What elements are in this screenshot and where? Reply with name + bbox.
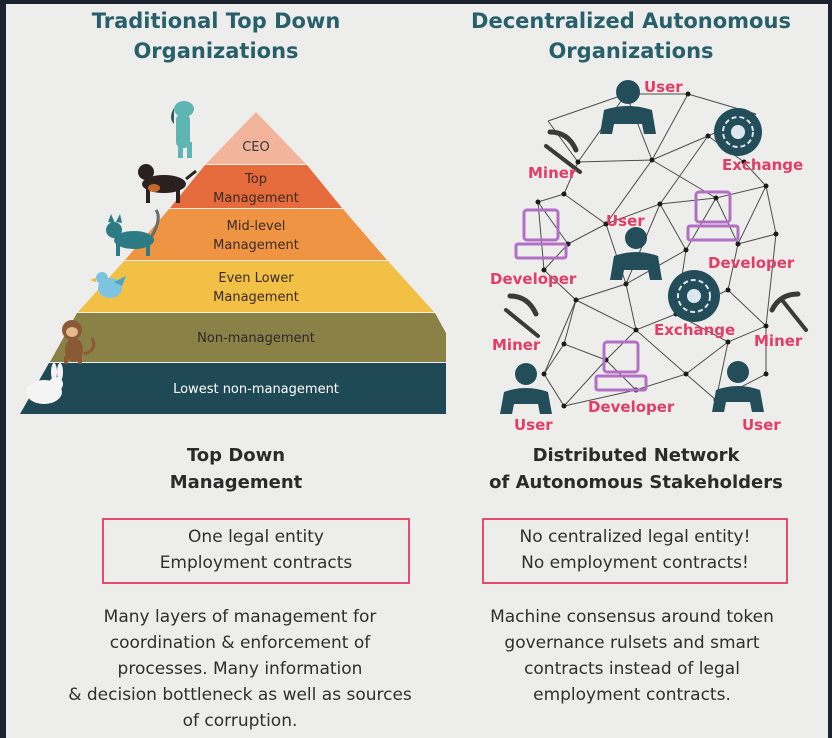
network-label-user: User (644, 78, 683, 96)
network-label-developer: Developer (708, 254, 795, 272)
network-label-exchange: Exchange (654, 321, 735, 339)
management-pyramid: CEO Top Management Mid-level Management … (20, 101, 446, 414)
pickaxe-icon (544, 129, 582, 174)
decentralized-title: Decentralized Autonomous Organizations (471, 9, 791, 63)
traditional-title: Traditional Top Down Organizations (91, 9, 341, 63)
pyramid-tier-ceo (206, 112, 306, 164)
pyramid-label-lower-1: Even Lower (218, 271, 294, 286)
distributed-subtitle: Distributed Network of Autonomous Stakeh… (489, 445, 783, 493)
network-label-user: User (606, 212, 645, 230)
user-icon (600, 80, 656, 134)
rabbit-icon (26, 363, 63, 404)
infographic-card: Traditional Top Down Organizations Decen… (6, 4, 828, 738)
pickaxe-icon (504, 293, 540, 338)
user-icon (712, 361, 764, 412)
dog-sitting-icon (171, 101, 194, 158)
decentralized-description: Machine consensus around token governanc… (490, 607, 774, 705)
network-label-miner: Miner (754, 332, 803, 350)
network-label-user: User (514, 416, 553, 434)
pyramid-label-mid-1: Mid-level (227, 219, 286, 234)
pickaxe-icon (769, 291, 808, 332)
network-label-developer: Developer (490, 270, 577, 288)
traditional-description: Many layers of management for coordinati… (68, 607, 412, 731)
pyramid-label-lower-2: Management (213, 290, 299, 305)
pyramid-tier-lowest (20, 363, 446, 414)
computer-icon (594, 340, 648, 392)
exchange-coin-icon (668, 270, 720, 322)
bird-icon (90, 272, 126, 298)
dog-black-icon (138, 164, 197, 203)
network-label-exchange: Exchange (722, 156, 803, 174)
pyramid-tier-mid (125, 209, 387, 260)
user-icon (610, 227, 662, 280)
computer-icon (686, 190, 740, 242)
top-down-subtitle: Top Down Management (169, 445, 303, 493)
network-label-developer: Developer (588, 398, 675, 416)
pyramid-tier-lower (78, 261, 434, 312)
cat-icon (106, 209, 160, 256)
exchange-coin-icon (714, 108, 762, 156)
no-legal-entity-box: No centralized legal entity! No employme… (482, 518, 788, 584)
network-label-user: User (742, 416, 781, 434)
pyramid-label-mid-2: Management (213, 238, 299, 253)
pyramid-label-top-2: Management (213, 191, 299, 206)
pyramid-label-lowest: Lowest non-management (173, 382, 339, 397)
pyramid-tier-top (170, 165, 342, 208)
network-label-miner: Miner (492, 336, 541, 354)
computer-icon (514, 208, 568, 260)
pyramid-tier-non (50, 313, 446, 362)
user-icon (500, 363, 552, 414)
monkey-icon (62, 320, 96, 364)
pyramid-label-top-1: Top (244, 172, 267, 187)
network-label-miner: Miner (528, 164, 577, 182)
legal-entity-box: One legal entity Employment contracts (102, 518, 410, 584)
pyramid-label-ceo: CEO (242, 140, 270, 155)
pyramid-label-non: Non-management (197, 331, 315, 346)
decentralized-network: User Miner Exchange User Developer Devel… (490, 78, 808, 434)
